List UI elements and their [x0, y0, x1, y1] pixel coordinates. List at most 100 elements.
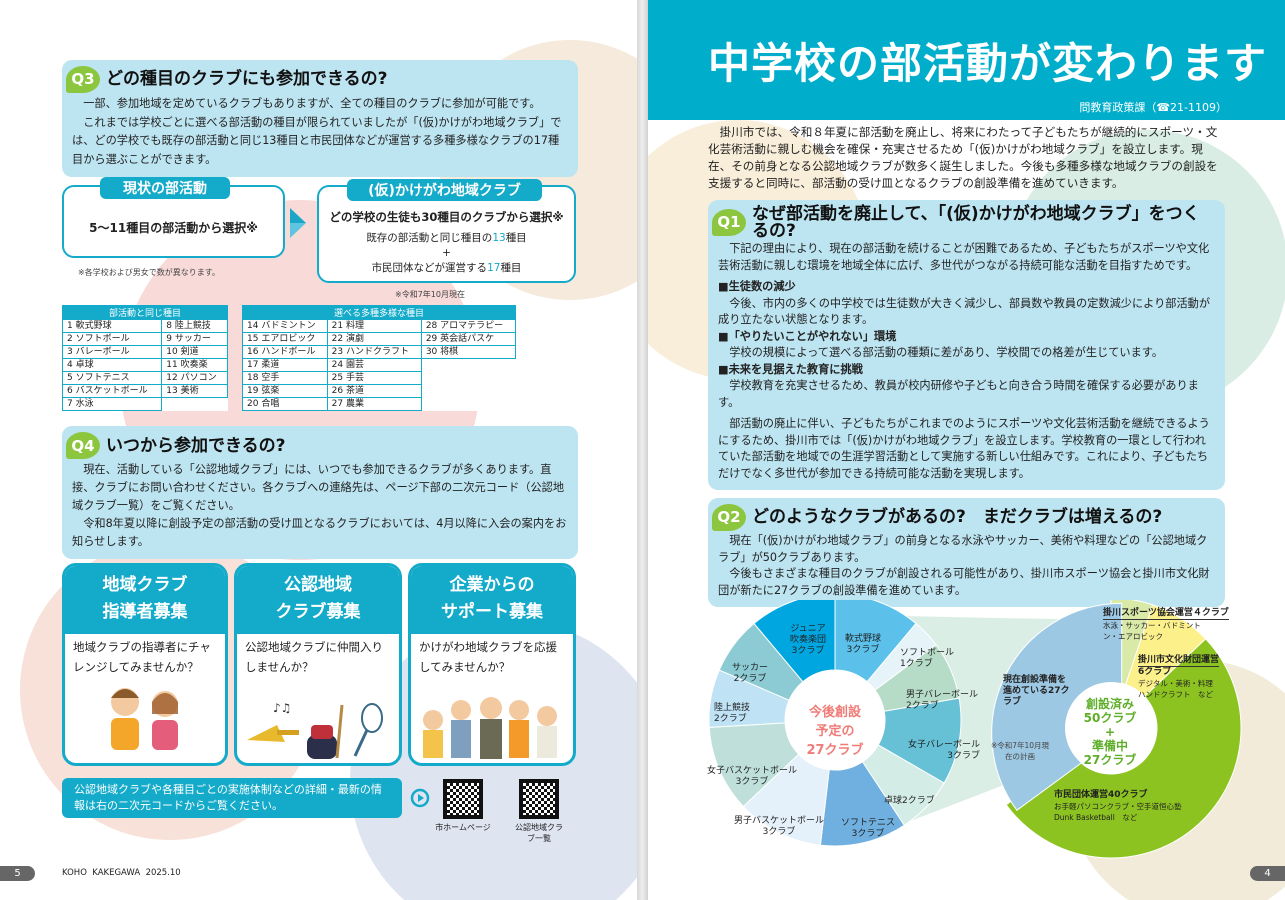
- right-content-flow: 掛川市では、令和８年夏に部活動を廃止し、将来にわたって子どもたちが継続的にスポー…: [708, 124, 1225, 607]
- plus-sign: +: [442, 247, 451, 259]
- table-cell: 18 空手: [242, 371, 328, 385]
- qr-label: 公認地域クラブ一覧: [515, 823, 563, 843]
- count-13: 13: [492, 232, 506, 244]
- right-page: 中学校の部活動が変わります 問教育政策課（☎21-1109） 掛川市では、令和８…: [648, 0, 1285, 900]
- table-cell: 14 バドミントン: [242, 319, 328, 333]
- page-number: 4: [1250, 866, 1285, 881]
- table-cell: [421, 398, 515, 411]
- card-club-recruit: 公認地域クラブ募集 公認地域クラブに仲間入りしませんか？ ♪♫: [234, 563, 402, 766]
- table-cell: 29 英会話パスケ: [420, 332, 517, 346]
- new-club-box: どの学校の生徒も30種目のクラブから選択※ 既存の部活動と同じ種目の13 種目 +…: [317, 185, 576, 283]
- header-band: [648, 0, 1285, 120]
- count-17: 17: [487, 262, 501, 274]
- arrow-right-icon: [290, 208, 306, 238]
- card-corporate-support: 企業からのサポート募集 かけがわ地域クラブを応援してみませんか？: [408, 563, 576, 766]
- footer-publication: KOHO KAKEGAWA 2025.10: [62, 868, 181, 878]
- table-cell: [162, 398, 228, 411]
- new-line1: 既存の部活動と同じ種目の: [366, 232, 493, 244]
- card-text: 公認地域クラブに仲間入りしませんか？: [245, 640, 383, 674]
- card-title: 企業からの: [449, 575, 535, 595]
- center-label: 準備中: [1091, 739, 1128, 753]
- slice-label: 現在創設準備を進めている27クラブ: [1003, 675, 1070, 707]
- table-cell: 27 農業: [326, 397, 422, 411]
- q1-closing: 部活動の廃止に伴い、子どもたちがこれまでのようにスポーツや文化芸術活動を継続でき…: [718, 417, 1210, 480]
- slice-label: ソフトボール: [900, 648, 955, 658]
- card-instructor-recruit: 地域クラブ指導者募集 地域クラブの指導者にチャレンジしてみませんか？: [62, 563, 228, 766]
- table-cell: 12 パソコン: [161, 371, 228, 385]
- table-cell: 9 サッカー: [161, 332, 228, 346]
- q1-badge: Q1: [712, 209, 746, 236]
- slice-label: 陸上競技: [714, 703, 751, 713]
- new-line2: 市民団体などが運営する: [371, 262, 488, 274]
- card-text: 地域クラブの指導者にチャレンジしてみませんか？: [73, 640, 211, 674]
- slice-label: 女子バレーボール: [908, 740, 981, 750]
- reason-text: 今後、市内の多くの中学校では生徒数が大きく減少し、部員数や教員の定数減少により部…: [718, 296, 1211, 327]
- reason-text: 学校の規模によって選べる部活動の種類に差があり、学校間での格差が生じています。: [729, 346, 1164, 359]
- qr-code-city-homepage[interactable]: [443, 779, 483, 819]
- card-text: かけがわ地域クラブを応援してみませんか？: [419, 640, 557, 674]
- card-title: クラブ募集: [275, 602, 361, 622]
- table-cell: 13 美術: [161, 384, 228, 398]
- current-note: ※各学校および男女で数が異なります。: [78, 268, 220, 277]
- q3-title: どの種目のクラブにも参加できるの?: [106, 69, 388, 90]
- qr-code-club-list[interactable]: [519, 779, 559, 819]
- contact-info: 問教育政策課（☎21-1109）: [1079, 101, 1227, 114]
- table-cell: 30 将棋: [420, 345, 517, 359]
- slice-label: 掛川スポーツ協会運営４クラブ: [1103, 608, 1229, 620]
- slice-label: ソフトテニス: [840, 818, 895, 828]
- slice-value: 2クラブ: [906, 701, 939, 711]
- table-cell: 20 合唱: [242, 397, 328, 411]
- slice-value: 3クラブ: [947, 751, 981, 761]
- center-label: 予定の: [815, 724, 855, 739]
- reason-text: 学校教育を充実させるため、教員が校内研修や子どもと向き合う時間を確保する必要があ…: [718, 379, 1199, 409]
- slice-value: 3クラブ: [846, 645, 880, 655]
- slice-label: ジュニア吹奏楽団: [789, 624, 826, 645]
- q1-lead: 下記の理由により、現在の部活動を続けることが困難であるため、子どもたちがスポーツ…: [718, 242, 1210, 272]
- table-cell: 17 柔道: [242, 358, 328, 372]
- qr-label: 市ホームページ: [435, 823, 491, 832]
- table-cell: 11 吹奏楽: [161, 358, 228, 372]
- new-line2-suffix: 種目: [500, 262, 522, 274]
- table-cell: 3 バレーボール: [61, 345, 163, 359]
- intro-text: 掛川市では、令和８年夏に部活動を廃止し、将来にわたって子どもたちが継続的にスポー…: [708, 125, 1218, 190]
- table-cell: 10 剣道: [161, 345, 228, 359]
- table-cell: 28 アロマテラピー: [420, 319, 517, 333]
- center-label: 27クラブ: [806, 743, 864, 758]
- slice-value: 3クラブ: [735, 777, 769, 787]
- table-cell: 22 演劇: [326, 332, 422, 346]
- card-title: 地域クラブ: [102, 575, 188, 595]
- slice-label: サッカー: [731, 663, 768, 673]
- q2-title: どのようなクラブがあるの? まだクラブは増えるの?: [752, 507, 1163, 528]
- slice-label: 男子バレーボール: [906, 690, 979, 700]
- slice-detail: お手軽パソコンクラブ・空手道恒心塾 Dunk Basketball など: [1054, 802, 1182, 822]
- play-circle-icon: [410, 788, 430, 808]
- table-cell: 4 卓球: [61, 358, 163, 372]
- page-gutter: [637, 0, 648, 900]
- instructors-illustration: [111, 688, 178, 750]
- new-club-text: どの学校の生徒も30種目のクラブから選択※: [329, 210, 564, 224]
- center-label: 今後創設: [808, 705, 861, 720]
- slice-detail: 水泳・サッカー・バドミントン・エアロビック: [1103, 621, 1201, 641]
- slice-label: 男子バスケットボール: [733, 816, 824, 826]
- card-title: 公認地域: [284, 575, 352, 595]
- table-cell: 23 ハンドクラフト: [326, 345, 422, 359]
- instruments-illustration: ♪♫: [247, 701, 383, 759]
- pie-center: [1065, 682, 1157, 774]
- center-label: +: [1104, 725, 1116, 739]
- reason-heading: ■「やりたいことがやれない」環境: [718, 329, 897, 343]
- new-club-title: (仮)かけがわ地域クラブ: [347, 179, 542, 201]
- supporters-illustration: [423, 697, 557, 759]
